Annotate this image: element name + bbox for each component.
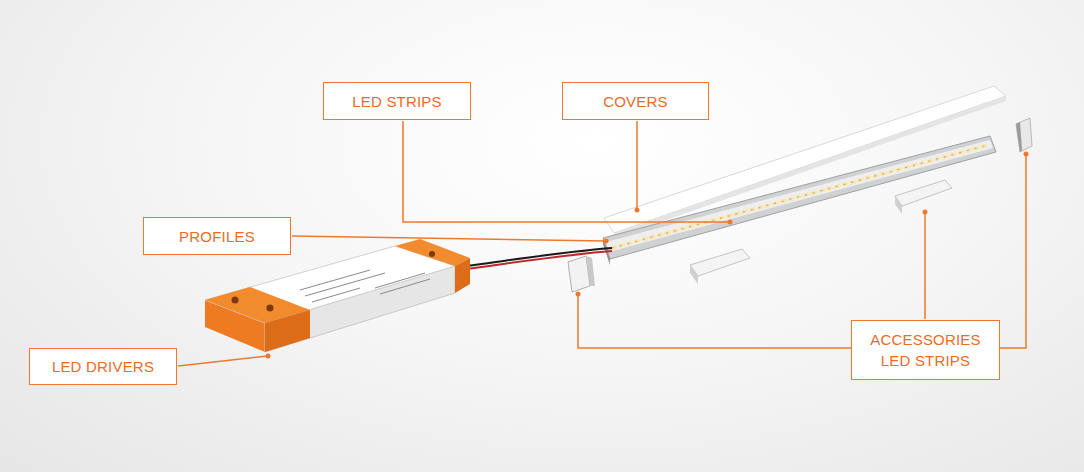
callout-label: LED STRIPS [352,91,442,112]
led-chips [612,145,988,248]
driver-print [300,270,430,302]
connector-side [586,256,595,286]
driver-top [205,246,455,323]
strip-connector [568,256,590,292]
mounting-clip-side [690,265,698,284]
driver-cap-right [395,239,470,266]
callout-label: PROFILES [179,226,255,247]
screw [267,305,274,312]
driver-cap-right-side [455,258,470,293]
callout-label: COVERS [603,91,668,112]
profile-channel [606,140,993,252]
screw [429,251,435,257]
end-cap [1016,118,1032,152]
driver-cap-left-side [265,310,310,352]
screw [232,297,239,304]
led-chip-cores [612,145,988,248]
callout-box: ACCESSORIES LED STRIPS [851,320,1000,380]
mounting-clip [895,180,952,206]
end-cap-side [1016,122,1022,152]
mounting-clip [690,249,750,276]
callout-label: ACCESSORIES LED STRIPS [862,329,989,371]
callout-box: LED STRIPS [323,82,471,120]
callout-label: LED DRIVERS [52,356,154,377]
aluminium-profile [603,136,996,259]
callout-box: LED DRIVERS [29,348,177,385]
callout-box: COVERS [562,82,709,120]
mounting-clip-side [895,196,902,214]
callout-box: PROFILES [143,217,291,255]
